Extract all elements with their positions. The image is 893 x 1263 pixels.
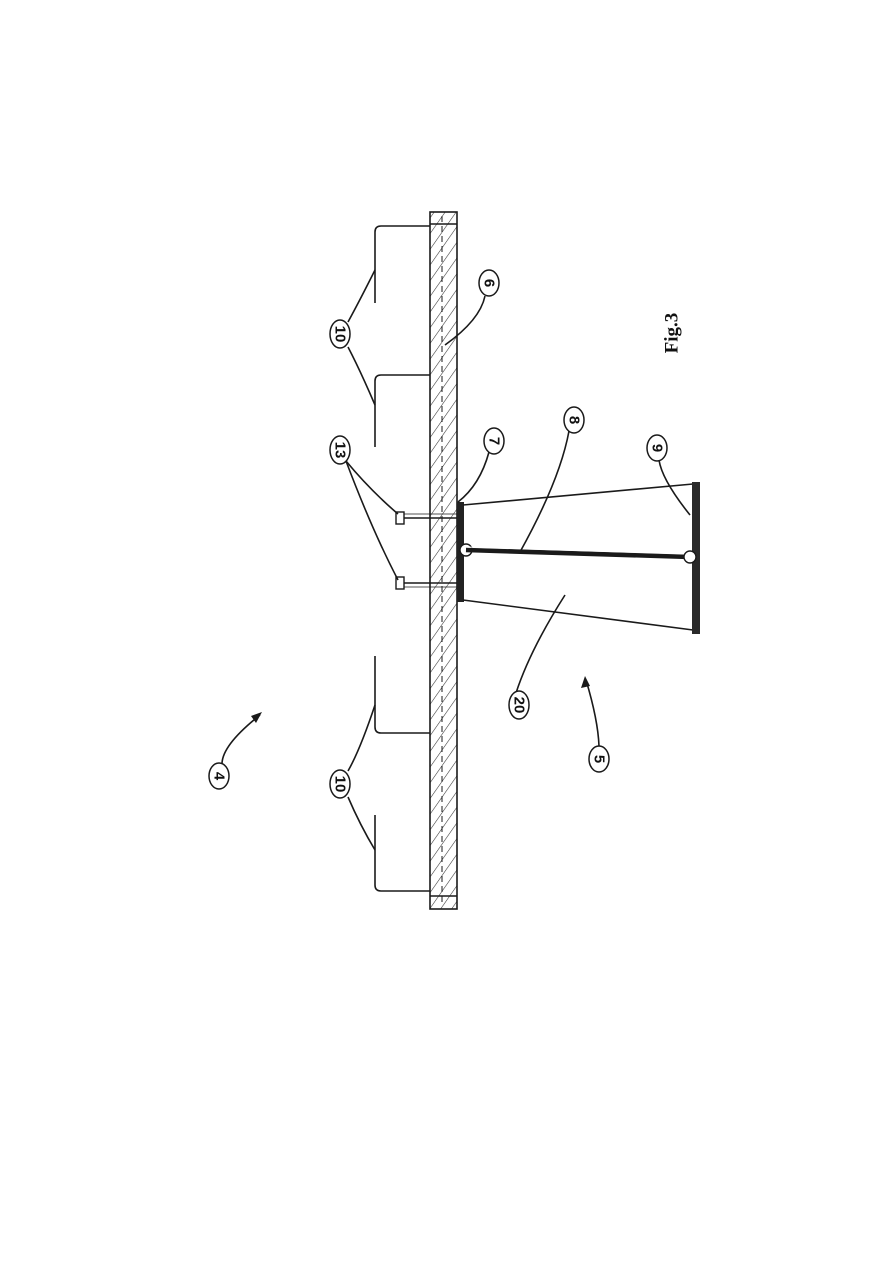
label-9: 9 bbox=[646, 434, 668, 462]
bolts bbox=[395, 511, 457, 590]
label-10-lower: 10 bbox=[329, 769, 351, 799]
arrow-4 bbox=[221, 712, 262, 765]
label-10-upper-text: 10 bbox=[332, 326, 349, 343]
label-20-text: 20 bbox=[511, 697, 528, 714]
label-7-text: 7 bbox=[486, 437, 503, 445]
label-13-text: 13 bbox=[332, 442, 349, 459]
label-4: 4 bbox=[208, 762, 230, 790]
label-5-text: 5 bbox=[591, 755, 608, 763]
label-10-upper: 10 bbox=[329, 319, 351, 349]
label-4-text: 4 bbox=[211, 772, 228, 781]
plate bbox=[429, 211, 458, 910]
leader-lines bbox=[345, 269, 691, 851]
label-6-text: 6 bbox=[481, 279, 498, 287]
label-10-lower-text: 10 bbox=[332, 776, 349, 793]
support-frame bbox=[462, 483, 694, 631]
hook-group-upper bbox=[374, 225, 430, 447]
label-5: 5 bbox=[588, 745, 610, 773]
figure-caption: Fig.3 bbox=[662, 313, 683, 354]
base-plate bbox=[683, 482, 700, 634]
label-8: 8 bbox=[563, 406, 585, 434]
label-9-text: 9 bbox=[649, 444, 666, 452]
label-7: 7 bbox=[483, 427, 505, 455]
label-6: 6 bbox=[478, 269, 500, 297]
rod bbox=[465, 546, 691, 560]
hook-group-lower bbox=[374, 656, 430, 892]
label-8-text: 8 bbox=[566, 416, 583, 424]
label-20: 20 bbox=[508, 690, 530, 720]
arrow-5 bbox=[581, 676, 600, 747]
label-13: 13 bbox=[329, 435, 351, 465]
